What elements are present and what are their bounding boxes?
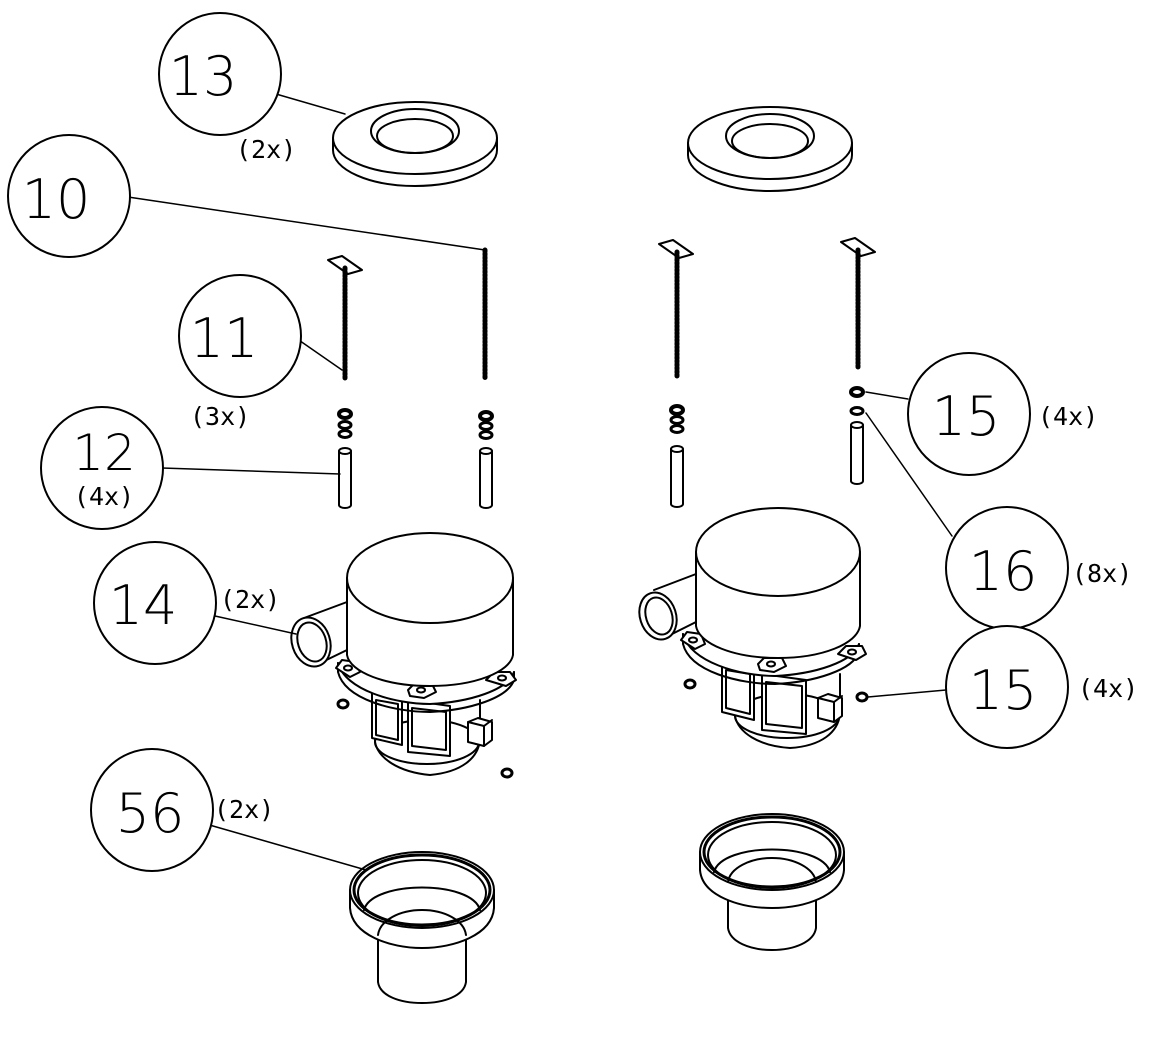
- nut-washer-stack: [478, 410, 494, 440]
- nut-washer-stack: [849, 386, 865, 416]
- spacer-tube: [479, 447, 493, 509]
- callout-number: 13: [169, 45, 238, 108]
- gasket-ring-left: [332, 101, 498, 187]
- callout-quantity: (4x): [1078, 674, 1138, 703]
- vacuum-motor-left: [290, 532, 517, 779]
- spacer-tube: [850, 421, 864, 485]
- callout-15-lower: 15 (4x): [945, 625, 1138, 749]
- callout-12: 12 (4x): [40, 406, 164, 530]
- callout-10: 10: [7, 134, 131, 258]
- callout-16: 16 (8x): [945, 506, 1132, 630]
- spacer-tube: [338, 447, 352, 509]
- adapter-cup-right: [699, 813, 845, 951]
- callout-number: 15: [969, 659, 1038, 722]
- vacuum-motor-right: [638, 507, 869, 749]
- callout-number: 12: [72, 424, 136, 482]
- callout-number: 14: [109, 574, 178, 637]
- callout-quantity: (8x): [1072, 559, 1132, 588]
- t-bolt: [327, 255, 363, 381]
- callout-number: 10: [22, 168, 91, 231]
- t-bolt: [658, 239, 694, 379]
- callout-quantity: (2x): [236, 135, 296, 164]
- gasket-ring-right: [687, 106, 853, 192]
- callout-quantity: (2x): [214, 795, 274, 824]
- callout-number: 11: [190, 307, 259, 370]
- spacer-tube: [670, 445, 684, 508]
- leader-lines: [127, 93, 953, 871]
- callout-quantity: (4x): [1038, 402, 1098, 431]
- callout-13: 13 (2x): [158, 12, 296, 164]
- callout-14: 14 (2x): [93, 541, 280, 665]
- adapter-cup-left: [349, 851, 495, 1004]
- callout-number: 15: [932, 385, 1001, 448]
- nut-washer-stack: [669, 404, 685, 434]
- callout-56: 56 (2x): [90, 748, 274, 872]
- callout-quantity: (3x): [190, 402, 250, 431]
- t-bolt: [840, 237, 876, 371]
- callout-15-upper: 15 (4x): [907, 352, 1098, 476]
- callout-11: 11 (3x): [178, 274, 302, 431]
- callout-quantity: (2x): [220, 585, 280, 614]
- nut-washer-stack: [337, 408, 353, 439]
- callout-number: 16: [969, 540, 1038, 603]
- callout-quantity: (4x): [74, 482, 134, 511]
- callout-number: 56: [116, 782, 185, 845]
